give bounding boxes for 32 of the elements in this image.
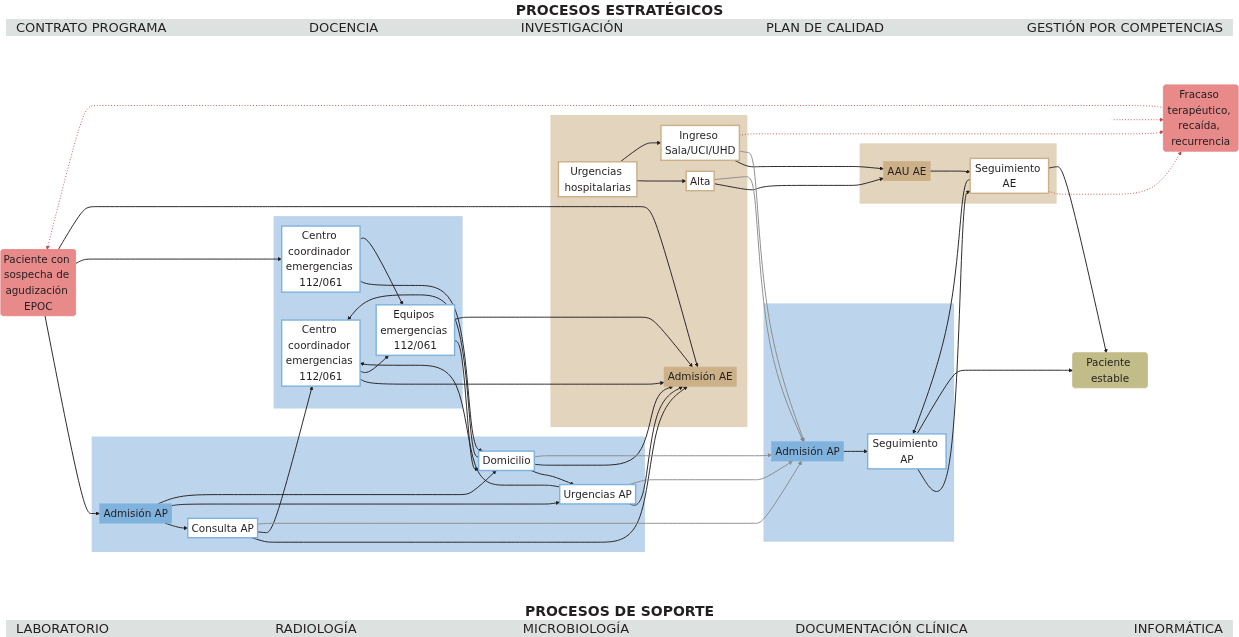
- node-box: Admisión AE: [663, 366, 737, 387]
- cluster: [859, 143, 1057, 204]
- node-box: Urgencias AP: [559, 483, 637, 505]
- cluster: [763, 303, 955, 542]
- node-box: Equipos emergencias 112/061: [375, 304, 456, 357]
- process-label: RADIOLOGÍA: [275, 621, 357, 636]
- process-label: DOCUMENTACIÓN CLÍNICA: [795, 621, 968, 636]
- node-box: AAU AE: [883, 161, 931, 181]
- cluster: [91, 436, 645, 552]
- node-box: Consulta AP: [187, 517, 259, 539]
- process-label: GESTIÓN POR COMPETENCIAS: [1026, 20, 1223, 35]
- section-heading: PROCESOS DE SOPORTE: [523, 602, 716, 620]
- section-heading: PROCESOS ESTRATÉGICOS: [514, 1, 725, 19]
- process-label: INVESTIGACIÓN: [520, 20, 624, 35]
- process-label: LABORATORIO: [16, 621, 110, 636]
- process-label: MICROBIOLOGÍA: [522, 621, 630, 636]
- cluster: [550, 115, 748, 428]
- node-box: Alta: [685, 170, 715, 192]
- node-box: Seguimiento AE: [969, 157, 1050, 194]
- process-label: PLAN DE CALIDAD: [765, 20, 885, 35]
- node-box: Ingreso Sala/UCI/UHD: [660, 124, 741, 162]
- process-label: INFORMÁTICA: [1133, 621, 1223, 636]
- node-box: Admisión AP: [771, 441, 844, 462]
- node-box: Centro coordinador emergencias 112/061: [280, 319, 361, 387]
- node-box: Seguimiento AP: [866, 433, 947, 470]
- node-box: Urgencias hospitalarias: [557, 161, 638, 198]
- process-label: CONTRATO PROGRAMA: [16, 20, 167, 35]
- node-box: Domicilio: [477, 450, 536, 472]
- node-box: Admisión AP: [99, 503, 172, 524]
- node-box: Centro coordinador emergencias 112/061: [280, 225, 361, 293]
- cluster: [273, 216, 463, 409]
- process-label: DOCENCIA: [309, 20, 379, 35]
